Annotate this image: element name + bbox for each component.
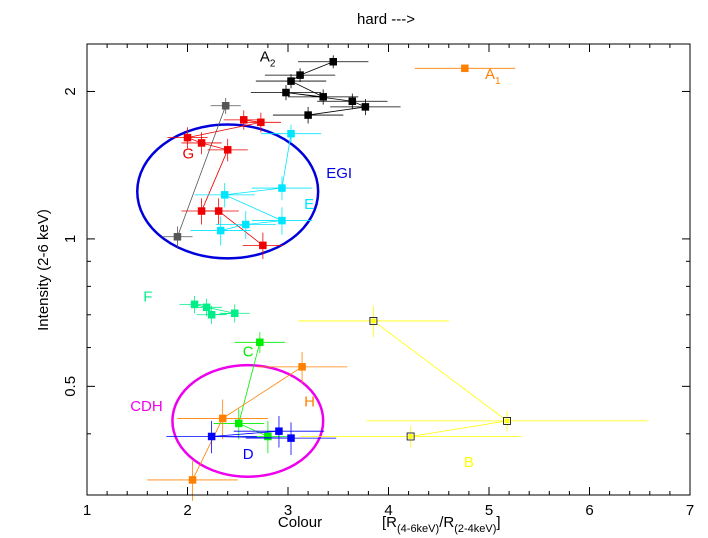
data-point xyxy=(287,434,295,442)
data-point xyxy=(223,146,232,154)
data-point xyxy=(287,77,295,85)
x-tick-label: 5 xyxy=(485,502,493,519)
data-point xyxy=(329,57,337,66)
annotation-label: H xyxy=(304,393,315,410)
data-point xyxy=(278,184,286,192)
annotation-label: A2 xyxy=(260,49,276,70)
annotation-label: F xyxy=(143,289,152,306)
formula-close: ] xyxy=(496,514,500,531)
series-line xyxy=(177,105,227,237)
data-point xyxy=(240,116,248,124)
data-point xyxy=(275,427,283,435)
data-point xyxy=(296,71,304,79)
data-point xyxy=(264,432,272,441)
data-point xyxy=(220,191,229,199)
data-point xyxy=(259,241,267,250)
data-point xyxy=(256,338,264,347)
axis-ticks: 1 2 3 4 5 6 7 0.5 1 2 xyxy=(62,44,694,519)
x-tick-label: 1 xyxy=(83,502,91,519)
x-axis-title: Colour xyxy=(278,514,322,531)
data-point xyxy=(190,300,199,309)
data-point xyxy=(304,111,312,119)
data-point xyxy=(278,216,286,225)
formula-sub1: (4-6keV) xyxy=(397,523,439,535)
x-axis-formula: [R(4-6keV)/R(2-4keV)] xyxy=(382,514,501,535)
data-point xyxy=(207,432,216,441)
region-circle-egi xyxy=(136,123,320,260)
data-point xyxy=(207,311,216,319)
y-tick-label: 2 xyxy=(62,87,79,95)
series-line xyxy=(194,304,235,316)
series-line xyxy=(186,119,264,246)
data-point xyxy=(188,476,197,484)
data-point xyxy=(202,303,211,312)
annotation-label: B xyxy=(464,454,474,471)
data-point xyxy=(216,226,225,235)
plot-frame xyxy=(86,43,691,496)
y-tick-label: 1 xyxy=(62,235,79,243)
data-point xyxy=(257,118,265,127)
data-point-fill xyxy=(504,418,510,424)
x-tick-label: 2 xyxy=(183,502,191,519)
x-tick-label: 3 xyxy=(284,502,292,519)
data-point xyxy=(348,97,357,106)
data-point-fill xyxy=(408,434,413,439)
data-point xyxy=(287,129,295,138)
annotation-label: G xyxy=(182,145,194,162)
x-tick-label: 6 xyxy=(585,502,593,519)
data-point xyxy=(230,309,239,318)
data-point xyxy=(319,93,327,101)
formula-open: [R xyxy=(382,514,397,531)
data-point xyxy=(221,102,230,110)
y-axis-title: Intensity (2-6 keV) xyxy=(35,209,52,331)
data-point xyxy=(197,139,206,147)
data-point xyxy=(361,103,370,111)
data-point xyxy=(183,133,192,142)
series-line xyxy=(220,133,292,231)
data-point xyxy=(282,88,290,97)
data-point xyxy=(218,414,227,423)
top-label: hard ---> xyxy=(357,11,415,28)
annotation-label: EGI xyxy=(326,165,352,182)
y-tick-label: 0.5 xyxy=(62,376,79,397)
annotation-label: C xyxy=(243,344,254,361)
data-point xyxy=(173,233,182,241)
formula-sub2: (2-4keV) xyxy=(454,523,496,535)
annotation-label: A1 xyxy=(485,66,501,87)
annotation-label: E xyxy=(304,196,314,213)
data-point xyxy=(242,220,250,229)
data-point xyxy=(214,207,223,215)
data-point xyxy=(197,207,206,215)
x-tick-label: 4 xyxy=(384,502,392,519)
data-point xyxy=(235,419,243,428)
series-line xyxy=(373,320,509,437)
data-point xyxy=(461,64,469,73)
x-tick-label: 7 xyxy=(686,502,694,519)
data-point xyxy=(298,363,306,371)
data-point-fill xyxy=(371,318,376,324)
formula-slash: /R xyxy=(439,514,454,531)
annotation-label: D xyxy=(243,446,254,463)
region-circle-cdh xyxy=(171,363,325,478)
annotation-label: CDH xyxy=(130,398,163,415)
